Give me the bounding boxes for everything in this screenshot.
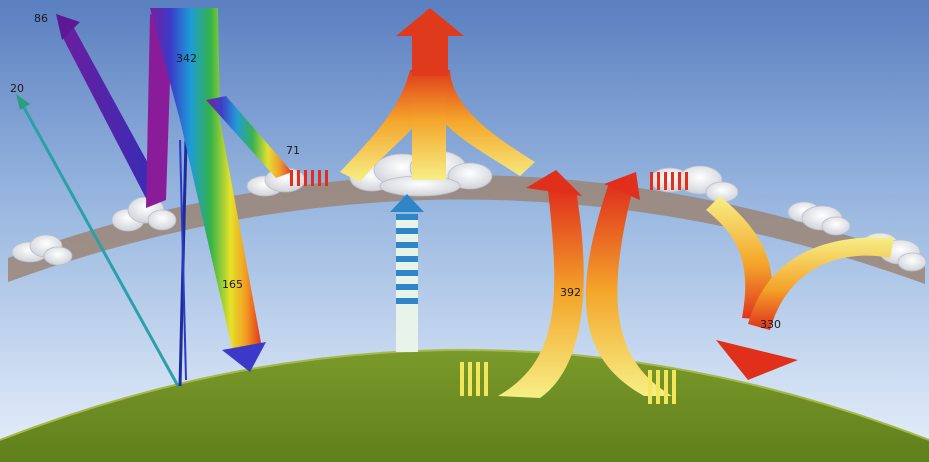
label-absorbed-atmosphere: 71 (286, 144, 300, 157)
label-back-radiation: 330 (760, 318, 781, 331)
label-reflected-surface: 20 (10, 82, 24, 95)
label-absorbed-surface: 165 (222, 278, 243, 291)
label-incoming-solar: 342 (176, 52, 197, 65)
label-reflected-atmosphere: 86 (34, 12, 48, 25)
label-surface-emission: 392 (560, 286, 581, 299)
